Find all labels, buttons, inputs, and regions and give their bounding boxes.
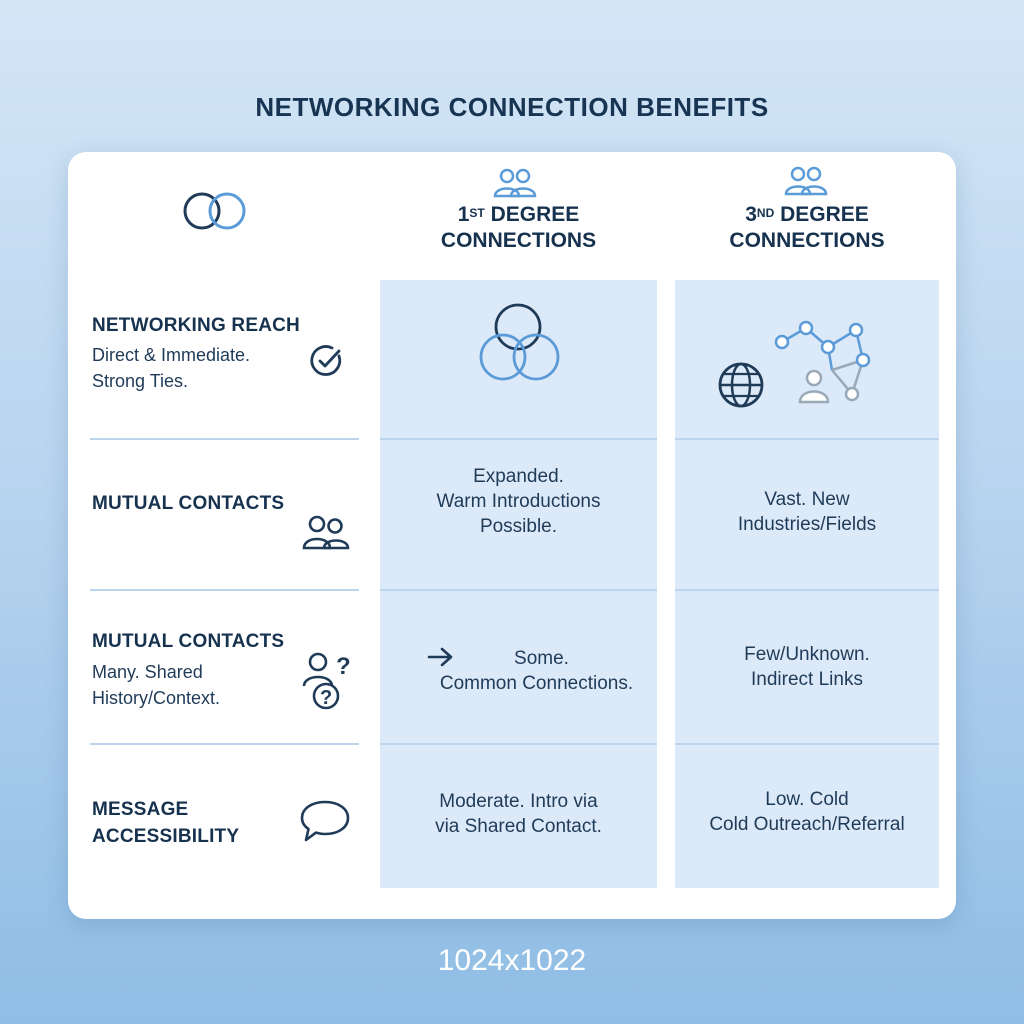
- row-divider: [380, 589, 657, 591]
- cell-3rd-message-accessibility: Low. Cold Cold Outreach/Referral: [709, 789, 905, 835]
- svg-text:?: ?: [336, 653, 351, 680]
- cell-3rd-mutual-contacts-2: Few/Unknown. Indirect Links: [744, 644, 870, 690]
- row-divider: [90, 438, 359, 440]
- cell-1st-mutual-contacts-2: Some. Common Connections.: [439, 648, 634, 694]
- venn-icon: [479, 303, 560, 381]
- row-divider: [675, 438, 939, 440]
- overlap-circles-icon: [183, 192, 246, 230]
- row-label-message-accessibility: MESSAGE ACCESSIBILITY: [92, 799, 240, 847]
- people-icon: [784, 166, 828, 196]
- row-label-networking-reach: NETWORKING REACH: [92, 315, 300, 336]
- speech-bubble-icon: [300, 800, 350, 842]
- row-divider: [90, 589, 359, 591]
- cell-1st-mutual-contacts: Expanded. Warm Introductions Possible.: [436, 466, 601, 537]
- cell-3rd-mutual-contacts: Vast. New Industries/Fields: [737, 489, 877, 535]
- row-divider: [380, 438, 657, 440]
- people-icon: [302, 515, 350, 550]
- page-title: NETWORKING CONNECTION BENEFITS: [255, 92, 769, 122]
- column-header-1st-degree: 1ST DEGREE CONNECTIONS: [440, 203, 597, 252]
- network-graph-icon: [774, 320, 871, 404]
- row-divider: [380, 743, 657, 745]
- row-divider: [675, 743, 939, 745]
- row-description: Many. Shared History/Context.: [92, 662, 221, 708]
- column-1st-degree-bg: [380, 280, 657, 888]
- row-description: Direct & Immediate. Strong Ties.: [92, 345, 251, 391]
- svg-text:?: ?: [320, 687, 332, 709]
- arrow-right-icon: [427, 647, 453, 667]
- row-divider: [675, 589, 939, 591]
- globe-icon: [718, 362, 764, 408]
- cell-1st-message-accessibility: Moderate. Intro via via Shared Contact.: [435, 791, 602, 837]
- column-header-3rd-degree: 3ND DEGREE CONNECTIONS: [729, 203, 885, 252]
- person-question-icon: ? ?: [302, 652, 351, 710]
- row-label-mutual-contacts-2: MUTUAL CONTACTS: [92, 631, 285, 652]
- row-label-mutual-contacts: MUTUAL CONTACTS: [92, 493, 285, 514]
- comparison-card: 1ST DEGREE CONNECTIONS 3ND DEGREE CONNEC…: [68, 152, 956, 919]
- dimensions-caption: 1024x1022: [437, 944, 587, 977]
- check-circle-icon: [310, 345, 342, 376]
- people-icon: [493, 168, 537, 198]
- row-divider: [90, 743, 359, 745]
